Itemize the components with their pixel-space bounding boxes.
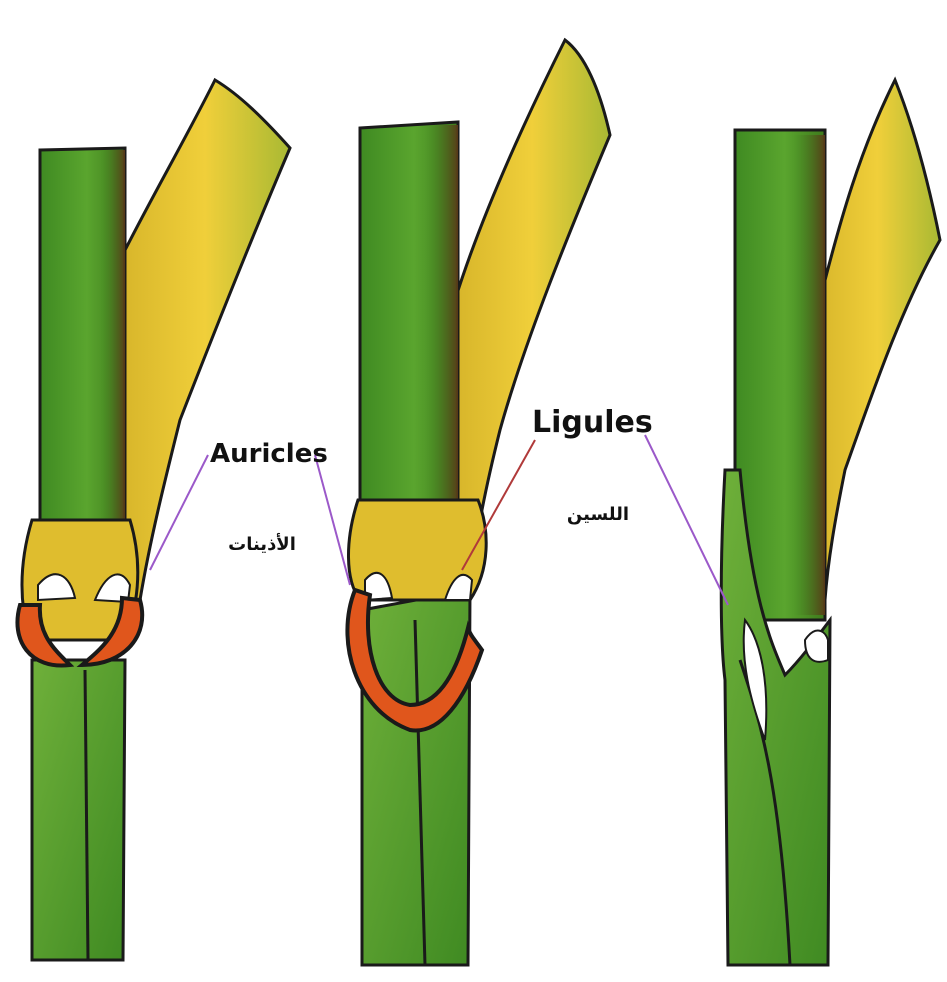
- plant-left: [17, 80, 290, 960]
- stem-shading-right: [793, 135, 825, 615]
- leader-auricles-middle: [315, 455, 350, 585]
- plant-middle: [347, 40, 610, 965]
- leaf-blade-left: [120, 80, 290, 600]
- plant-right: [721, 80, 940, 965]
- leaf-blade-right: [815, 80, 940, 600]
- label-ligules: Ligules: [532, 405, 653, 440]
- label-ligules-arabic: اللسين: [567, 504, 629, 525]
- label-auricles-arabic: الأذينات: [228, 533, 296, 555]
- leader-ligules-right: [645, 435, 728, 605]
- label-auricles: Auricles: [210, 439, 328, 469]
- sheath-lower-left: [32, 660, 125, 960]
